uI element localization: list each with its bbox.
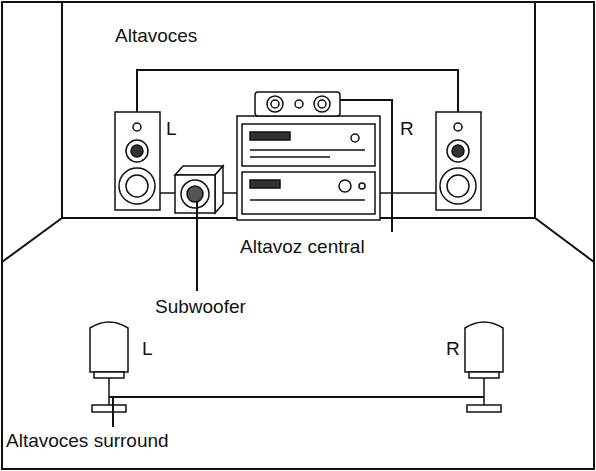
front-speaker-right — [436, 112, 481, 210]
speaker-wire — [109, 396, 484, 398]
channel-label: L — [142, 338, 153, 360]
leader-line — [340, 100, 392, 232]
front-speaker-left — [115, 112, 160, 210]
part-label: Altavoz central — [240, 236, 365, 258]
speaker-label: Altavoces — [115, 25, 197, 47]
back-wall — [62, 2, 535, 218]
surround-speaker-right — [465, 322, 503, 412]
leader-line — [112, 397, 114, 427]
subwoofer — [175, 166, 223, 213]
channel-label: R — [400, 118, 414, 140]
part-label: Subwoofer — [155, 296, 246, 318]
floor-edge — [2, 218, 62, 262]
channel-label: L — [166, 118, 177, 140]
floor-edge — [535, 218, 594, 262]
av-receiver-rack — [237, 116, 380, 220]
surround-speaker-left — [90, 322, 128, 412]
channel-label: R — [446, 338, 460, 360]
part-label: Altavoces surround — [6, 430, 169, 452]
center-speaker — [255, 92, 340, 116]
speaker-wire — [137, 70, 458, 112]
leader-line — [196, 202, 198, 291]
